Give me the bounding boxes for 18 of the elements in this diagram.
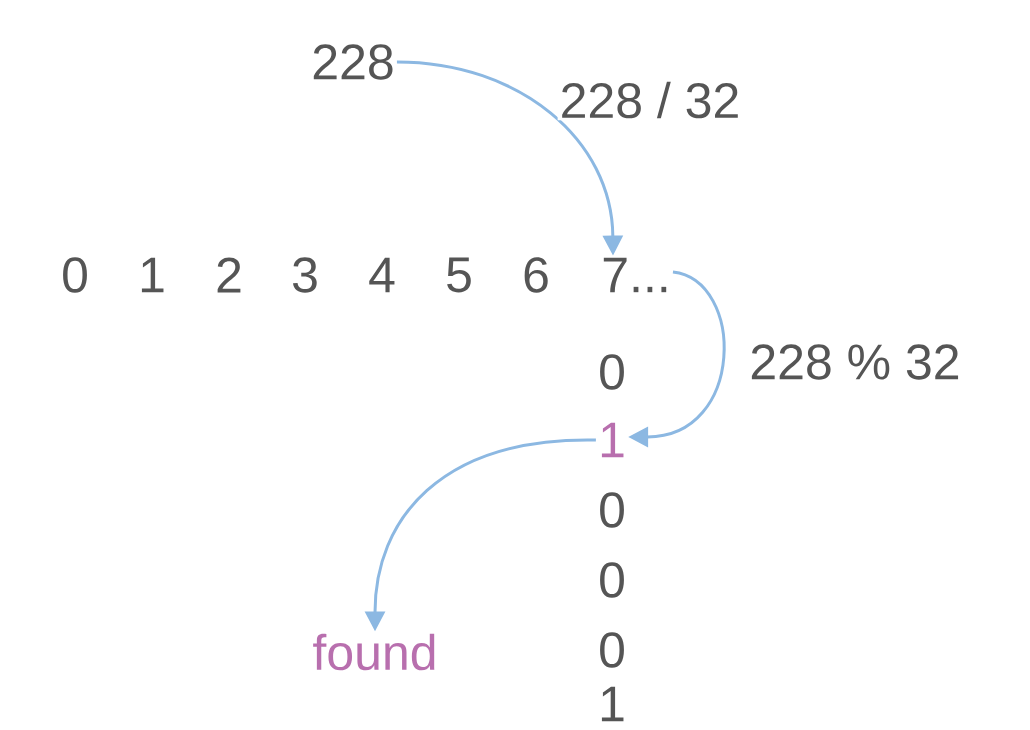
digit-label: 1 — [601, 686, 624, 722]
digit-label: 0 — [600, 354, 624, 390]
number-text: 228 — [313, 44, 393, 80]
digit-label: 3 — [293, 257, 317, 293]
digit-label: 5 — [447, 257, 471, 293]
digit-label: 0 — [600, 632, 624, 668]
edge-label: 228 / 32 — [557, 79, 743, 121]
edge-label: 228 % 32 — [747, 342, 963, 382]
digit-label: 0 — [63, 257, 87, 293]
digit-label: 6 — [524, 257, 548, 293]
digit-label: 1 — [141, 257, 164, 293]
digit-label: 2 — [217, 257, 241, 293]
number-text: 1 — [601, 422, 624, 458]
number-text: found — [313, 633, 435, 671]
digit-label: 0 — [600, 492, 624, 528]
digit-label: 4 — [369, 257, 395, 293]
digit-label: 0 — [600, 562, 624, 598]
number-text: 7... — [603, 257, 667, 293]
